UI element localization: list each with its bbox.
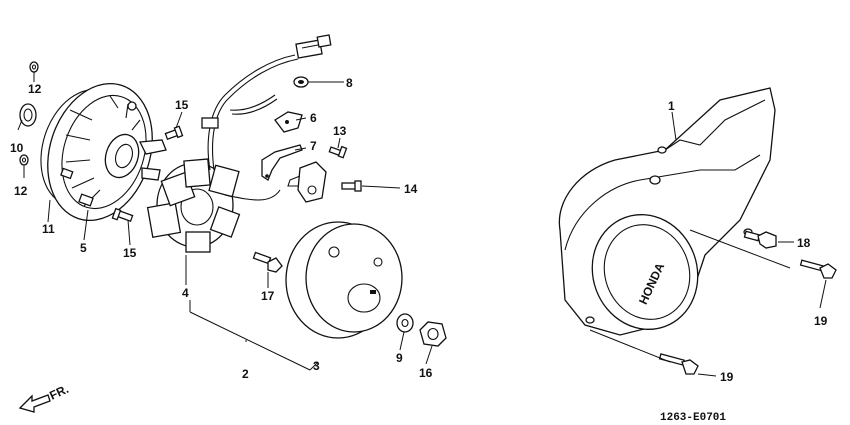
bolt-17 [252, 251, 283, 273]
callout-4: 4 [182, 286, 189, 300]
callout-17: 17 [261, 289, 275, 303]
bracket [261, 144, 303, 181]
washer-lower [19, 154, 29, 166]
grommet [293, 76, 309, 88]
direction-label: FR. [47, 382, 70, 403]
flywheel-nut [419, 321, 447, 347]
generator-cover: HONDA [558, 87, 776, 336]
callout-9: 9 [396, 351, 403, 365]
callout-7: 7 [310, 139, 317, 153]
callout-10: 10 [10, 141, 24, 155]
wire-clamp [274, 111, 303, 133]
callout-13: 13 [333, 124, 347, 138]
callout-18: 18 [797, 236, 811, 250]
pulser-coil [287, 161, 327, 203]
callout-8: 8 [346, 76, 353, 90]
callout-15-lower: 15 [123, 246, 137, 260]
callout-12-lower: 12 [14, 184, 28, 198]
callout-11: 11 [42, 222, 55, 236]
flywheel [285, 221, 403, 339]
callout-6: 6 [310, 111, 317, 125]
washer-upper [29, 61, 39, 73]
bolt-19-upper [799, 259, 837, 279]
diagram-code: 1263-E0701 [660, 412, 726, 424]
front-direction-arrow: FR. [18, 382, 71, 413]
wire-connector [295, 34, 332, 59]
callout-15-upper: 15 [175, 98, 189, 112]
callout-5: 5 [80, 241, 87, 255]
callout-3: 3 [313, 359, 320, 373]
bolt-13 [328, 145, 348, 159]
callout-19-upper: 19 [814, 314, 828, 328]
flywheel-washer [396, 313, 414, 333]
callout-2: 2 [242, 367, 249, 381]
bolt-14 [341, 180, 362, 192]
bolt-18 [743, 230, 777, 249]
bolt-19-lower [658, 353, 699, 375]
crankcase-cover [47, 83, 167, 221]
wire-harness [201, 54, 299, 201]
callout-12-upper: 12 [28, 82, 42, 96]
callout-1: 1 [668, 99, 675, 113]
stator [146, 158, 241, 253]
screw-15-upper [164, 125, 184, 141]
callout-14: 14 [404, 182, 418, 196]
callout-labels: 1 2 3 4 5 6 7 8 9 10 11 12 12 13 14 15 1… [10, 76, 828, 384]
callout-19-lower: 19 [720, 370, 734, 384]
oil-seal [19, 103, 37, 127]
callout-16: 16 [419, 366, 433, 380]
leader-lines [17, 72, 827, 377]
screw-15-lower [111, 207, 134, 223]
